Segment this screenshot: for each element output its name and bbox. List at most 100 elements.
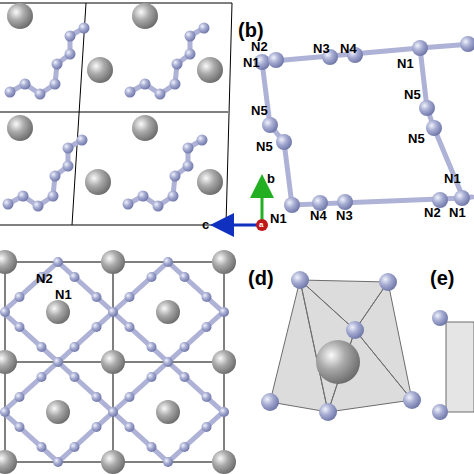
nitrogen-atom: [0, 407, 10, 417]
nitrogen-atom: [261, 393, 279, 411]
metal-atom: [197, 57, 223, 83]
metal-atom: [132, 3, 158, 29]
atom-label: N2: [251, 40, 268, 53]
nitrogen-atom: [18, 191, 29, 202]
nitrogen-atom: [70, 442, 80, 452]
nitrogen-atom: [53, 357, 63, 367]
nitrogen-atom: [432, 404, 448, 420]
atom-label: N2: [36, 272, 53, 285]
polyhedron-face: [446, 322, 474, 412]
panel-letter: (b): [238, 20, 264, 40]
nitrogen-atom: [92, 392, 102, 402]
nitrogen-atom: [70, 342, 80, 352]
nitrogen-chain: [8, 140, 82, 206]
nitrogen-atom: [50, 79, 61, 90]
nitrogen-network: [3, 262, 113, 362]
nitrogen-atom: [70, 372, 80, 382]
nitrogen-atom: [202, 392, 212, 402]
nitrogen-network: [113, 262, 223, 362]
nitrogen-atom: [155, 89, 166, 100]
nitrogen-atom: [180, 272, 190, 282]
nitrogen-atom: [15, 292, 25, 302]
nitrogen-atom: [37, 372, 47, 382]
atom-label: N5: [404, 88, 421, 101]
nitrogen-atom: [125, 87, 136, 98]
atom-label: N4: [340, 42, 357, 55]
nitrogen-atom: [63, 143, 74, 154]
metal-atom: [7, 115, 33, 141]
axis-label: b: [267, 172, 275, 185]
n-n-bond: [262, 44, 472, 62]
nitrogen-atom: [199, 23, 210, 34]
nitrogen-atom: [140, 79, 151, 90]
nitrogen-atom: [92, 292, 102, 302]
nitrogen-atom: [454, 190, 470, 206]
atom-label: N2: [424, 206, 441, 219]
metal-atom: [87, 57, 113, 83]
nitrogen-atom: [460, 36, 474, 52]
nitrogen-atom: [170, 79, 181, 90]
nitrogen-atom: [63, 161, 74, 172]
nitrogen-atom: [291, 271, 309, 289]
nitrogen-atom: [5, 87, 16, 98]
nitrogen-atom: [147, 372, 157, 382]
nitrogen-atom: [379, 273, 397, 291]
nitrogen-atom: [163, 457, 173, 467]
nitrogen-atom: [170, 171, 181, 182]
panel-letter: (d): [248, 268, 274, 288]
nitrogen-atom: [0, 307, 10, 317]
nitrogen-atom: [180, 442, 190, 452]
metal-atom: [156, 300, 180, 324]
metal-atom: [156, 400, 180, 424]
metal-atom: [85, 169, 111, 195]
atom-label: N1: [449, 206, 466, 219]
metal-atom: [101, 350, 125, 374]
nitrogen-atom: [419, 100, 435, 116]
n-n-bond: [262, 62, 472, 205]
nitrogen-atom: [319, 403, 337, 421]
nitrogen-atom: [202, 292, 212, 302]
atom-label: N3: [313, 42, 330, 55]
metal-atom: [7, 3, 33, 29]
nitrogen-atom: [163, 357, 173, 367]
nitrogen-atom: [48, 191, 59, 202]
metal-atom: [0, 450, 17, 474]
panel-letter: (e): [430, 268, 454, 288]
nitrogen-atom: [65, 31, 76, 42]
nitrogen-chain: [130, 28, 204, 94]
nitrogen-atom: [172, 59, 183, 70]
nitrogen-atom: [202, 322, 212, 332]
nitrogen-chain: [128, 140, 202, 206]
nitrogen-atom: [346, 321, 364, 339]
atom-label: N1: [55, 288, 72, 301]
nitrogen-atom: [53, 257, 63, 267]
nitrogen-atom: [153, 201, 164, 212]
nitrogen-atom: [403, 391, 421, 409]
nitrogen-network: [113, 362, 223, 462]
nitrogen-atom: [337, 194, 353, 210]
atom-label: N5: [408, 132, 425, 145]
nitrogen-atom: [3, 199, 14, 210]
nitrogen-atom: [125, 392, 135, 402]
nitrogen-atom: [284, 197, 300, 213]
metal-atom: [0, 350, 17, 374]
nitrogen-atom: [108, 407, 118, 417]
atom-label: N3: [336, 209, 353, 222]
metal-atom: [197, 169, 223, 195]
n-n-bond: [420, 48, 462, 195]
nitrogen-atom: [180, 342, 190, 352]
metal-atom: [212, 250, 236, 274]
metal-atom: [0, 250, 17, 274]
nitrogen-atom: [219, 407, 229, 417]
atom-label: N4: [310, 209, 327, 222]
nitrogen-atom: [79, 23, 90, 34]
metal-atom: [212, 350, 236, 374]
metal-atom: [316, 340, 360, 384]
nitrogen-atom: [108, 307, 118, 317]
nitrogen-atom: [183, 161, 194, 172]
nitrogen-atom: [37, 342, 47, 352]
metal-atom: [46, 300, 70, 324]
nitrogen-atom: [138, 191, 149, 202]
nitrogen-atom: [15, 322, 25, 332]
nitrogen-atom: [268, 52, 284, 68]
